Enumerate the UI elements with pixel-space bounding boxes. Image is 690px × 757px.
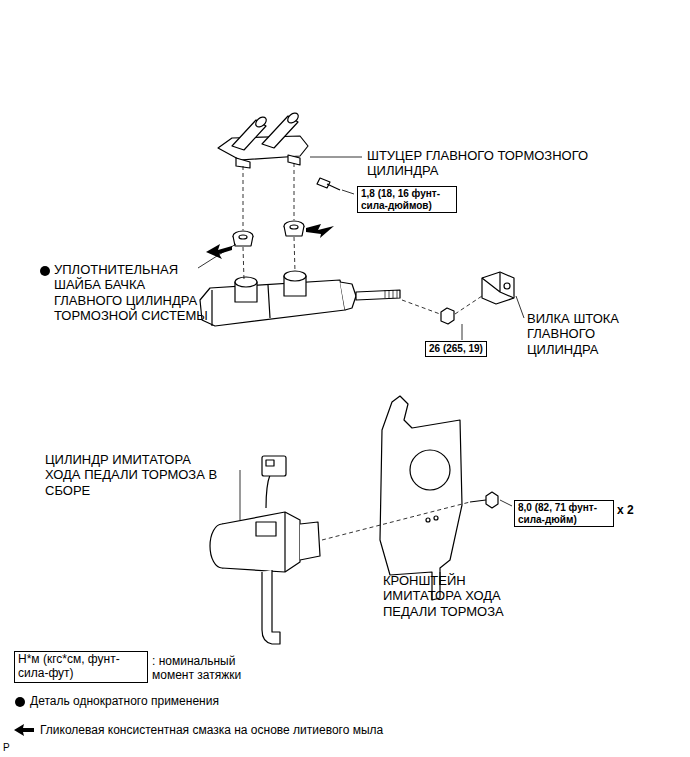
part-name: ВИЛКА ШТОКА ГЛАВНОГО ЦИЛИНДРА [527, 311, 639, 357]
rod-nut [441, 308, 454, 324]
legend-text: : номинальный момент затяжки [152, 654, 260, 682]
page-mark: P [3, 742, 23, 754]
reservoir-fitting [218, 111, 308, 168]
torque-value: 26 (265, 19) [429, 343, 483, 355]
quantity-note: x 2 [617, 503, 657, 517]
legend-text: Гликолевая консистентная смазка на основ… [40, 723, 540, 737]
master-cylinder [200, 271, 400, 326]
torque-value: 8,0 (82, 71 фунт-сила-дюйм) [518, 502, 610, 525]
torque-box: 8,0 (82, 71 фунт-сила-дюйм) [514, 500, 614, 527]
grommet [233, 231, 253, 246]
torque-box: 1,8 (18, 16 фунт-сила-дюймов) [357, 186, 457, 213]
grease-arrow [206, 224, 334, 259]
single-use-mark [40, 266, 50, 276]
assembly-line [243, 163, 482, 540]
torque-value: 1,8 (18, 16 фунт-сила-дюймов) [361, 188, 453, 211]
grommet [284, 221, 304, 236]
simulator-bracket [380, 396, 462, 600]
grease-arrow [14, 724, 34, 736]
fitting-screw [317, 178, 340, 190]
part-name: КРОНШТЕЙН ИМИТАТОРА ХОДА ПЕДАЛИ ТОРМОЗА [383, 573, 520, 619]
torque-box: 26 (265, 19) [425, 341, 487, 357]
part-name: ЦИЛИНДР ИМИТАТОРА ХОДА ПЕДАЛИ ТОРМОЗА В … [45, 452, 227, 498]
stroke-simulator [210, 456, 320, 644]
bracket-bolt [470, 492, 498, 508]
part-name: УПЛОТНИТЕЛЬНАЯ ШАЙБА БАЧКА ГЛАВНОГО ЦИЛИ… [54, 262, 214, 323]
part-name: ШТУЦЕР ГЛАВНОГО ТОРМОЗНОГО ЦИЛИНДРА [367, 148, 607, 179]
torque-value: Н*м (кгс*см, фунт-сила-фут) [18, 653, 144, 681]
torque-box: Н*м (кгс*см, фунт-сила-фут) [14, 651, 148, 683]
clevis [482, 272, 514, 304]
single-use-mark [15, 697, 25, 707]
leader-line [198, 157, 524, 585]
legend-text: Деталь однократного применения [30, 694, 430, 708]
